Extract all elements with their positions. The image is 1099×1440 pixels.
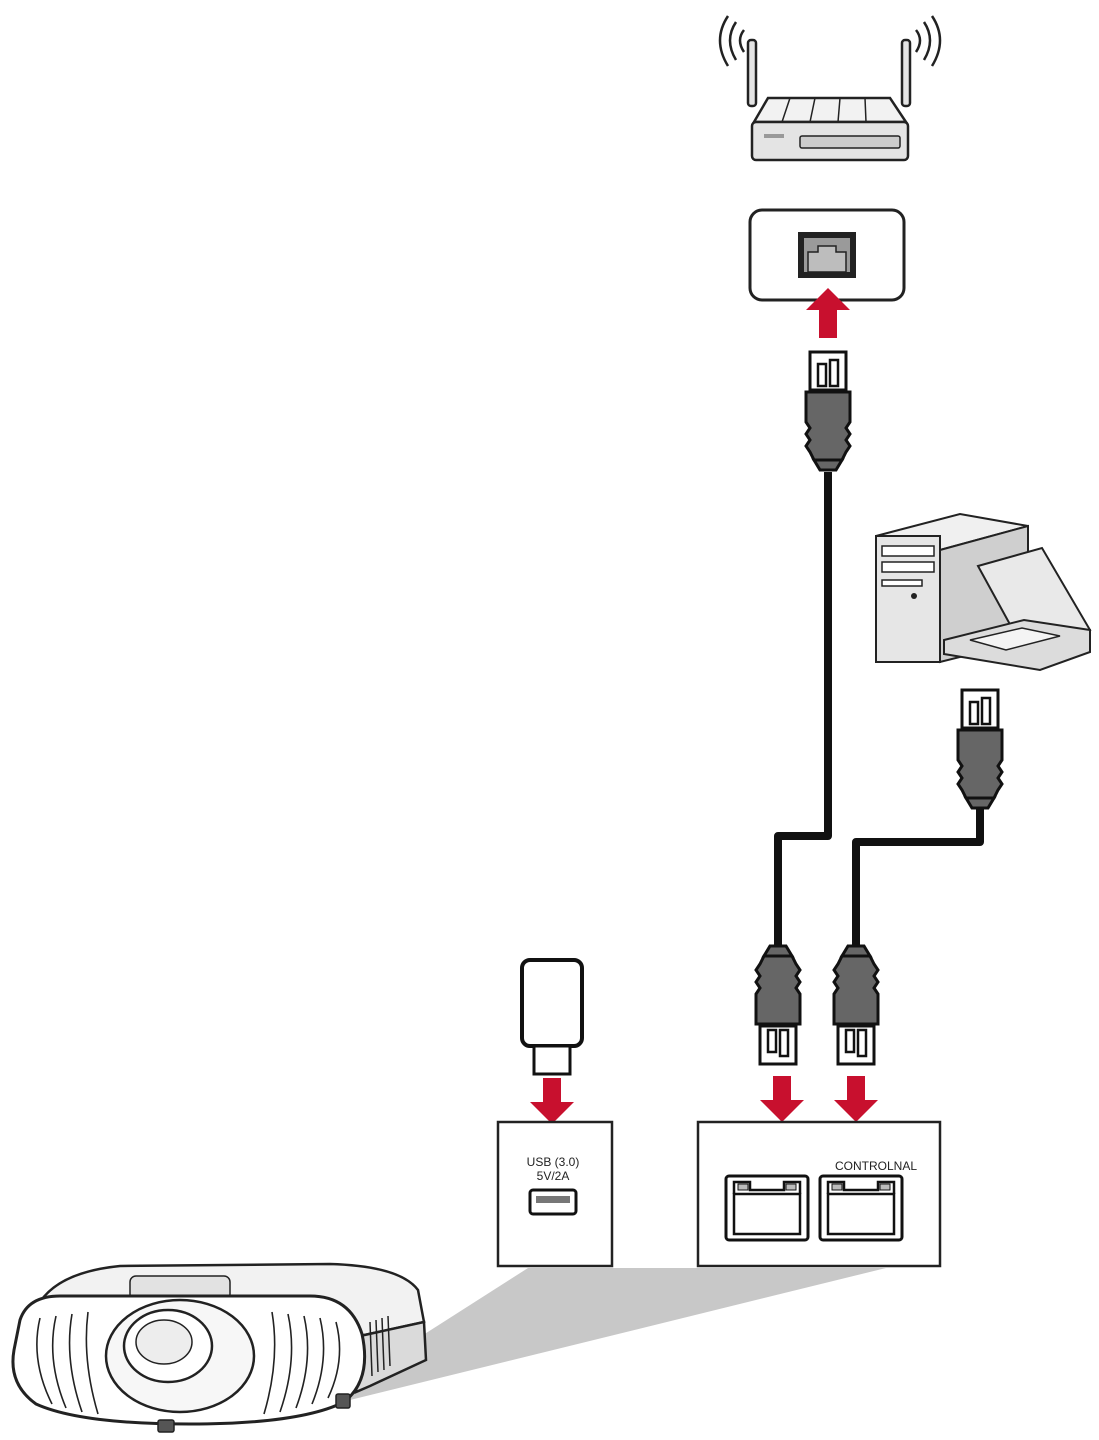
rj45-port-icon (818, 1174, 904, 1242)
projector-icon (11, 1262, 428, 1433)
lan-port-panel: CONTROLNAL (696, 1120, 942, 1268)
ethernet-cable (852, 808, 984, 948)
insert-arrow-icon (530, 1078, 574, 1124)
ethernet-cable (774, 472, 832, 948)
usb-port-panel: USB (3.0) 5V/2A (496, 1120, 614, 1268)
rj45-plug-icon (832, 944, 880, 1066)
projector-beam (340, 1268, 886, 1400)
lan-port-label: CONTROLNAL (835, 1159, 917, 1173)
usb-port-power-label: 5V/2A (537, 1169, 570, 1183)
rj45-port-icon (724, 1174, 810, 1242)
usb-port-label: USB (3.0) (527, 1155, 580, 1169)
insert-arrow-icon (834, 1076, 878, 1122)
rj45-plug-icon (956, 688, 1004, 810)
usb-port-icon (528, 1188, 578, 1216)
rj45-plug-icon (804, 350, 852, 472)
desktop-laptop-icon (875, 512, 1092, 672)
rj45-plug-icon (754, 944, 802, 1066)
insert-arrow-icon (760, 1076, 804, 1122)
wifi-router-icon (718, 15, 942, 162)
usb-flash-drive-icon (520, 958, 584, 1076)
ethernet-wall-jack-icon (748, 208, 906, 302)
